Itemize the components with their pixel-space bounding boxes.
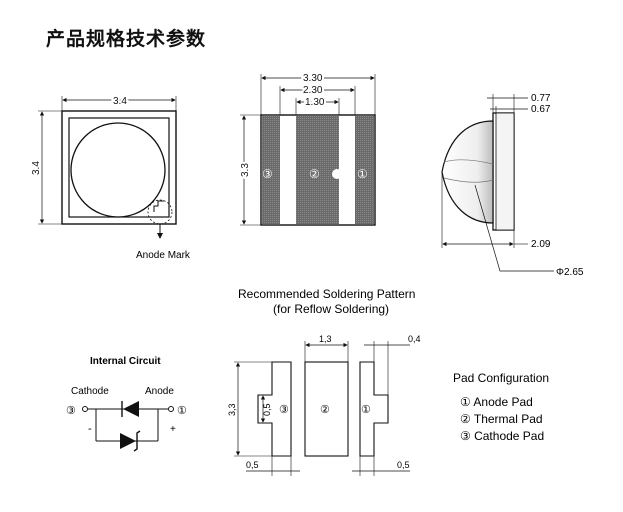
internal-circuit: Internal Circuit Cathode Anode ③ ① - + <box>66 356 187 452</box>
soldering-title-2: (for Reflow Soldering) <box>273 302 389 316</box>
circuit-cathode-label: Cathode <box>71 386 109 397</box>
bottom-outer-dim: 3.30 <box>303 73 323 84</box>
bottom-inner-dim: 1.30 <box>305 97 325 108</box>
bottom-polarity-notch <box>332 169 342 179</box>
circuit-pin-right: ① <box>177 405 187 417</box>
circuit-terminal-left <box>82 406 88 412</box>
circuit-zener-diode <box>120 433 136 449</box>
circuit-terminal-right <box>168 406 174 412</box>
bottom-pad-label-1: ① <box>357 167 368 181</box>
solder-pad-label-2: ② <box>320 404 330 416</box>
solder-pad-anode <box>359 361 389 457</box>
top-width-dim: 3.4 <box>113 96 127 107</box>
page-title: 产品规格技术参数 <box>46 28 207 50</box>
side-view: 0.77 0.67 2.09 Φ2.65 <box>441 93 584 278</box>
solder-pad-thermal <box>304 361 349 457</box>
soldering-pattern: Recommended Soldering Pattern (for Reflo… <box>227 287 421 476</box>
bottom-pad-label-3: ③ <box>262 167 273 181</box>
solder-pad-label-3: ③ <box>279 404 289 416</box>
solder-dim-right: 0,4 <box>408 334 421 344</box>
pad-config-item-anode: ① Anode Pad <box>460 395 533 409</box>
bottom-pad-label-2: ② <box>309 167 320 181</box>
bottom-pad-cathode <box>262 116 280 224</box>
pad-config-item-thermal: ② Thermal Pad <box>460 412 543 426</box>
bottom-pad-anode <box>355 116 374 224</box>
solder-dim-height: 3,3 <box>227 403 237 416</box>
bottom-view: ③ ② ① 3.30 2.30 1.30 3.3 <box>238 71 376 226</box>
circuit-anode-label: Anode <box>145 386 174 397</box>
solder-pad-cathode <box>257 361 292 457</box>
side-dim-top: 0.77 <box>531 93 551 104</box>
anode-mark-label: Anode Mark <box>136 250 191 261</box>
side-dim-base: 2.09 <box>531 239 551 250</box>
top-height-dim: 3.4 <box>31 161 42 175</box>
side-view-layer <box>495 112 515 231</box>
solder-pad-label-1: ① <box>361 404 371 416</box>
bottom-height-dim: 3.3 <box>240 163 251 177</box>
solder-dim-bottom-right: 0,5 <box>397 460 410 470</box>
circuit-pin-left: ③ <box>66 405 76 417</box>
solder-dim-center: 1,3 <box>319 334 332 344</box>
pad-config-item-cathode: ③ Cathode Pad <box>460 429 544 443</box>
side-dim-dome-leader <box>474 184 554 272</box>
bottom-middle-dim: 2.30 <box>303 85 323 96</box>
side-view-dome <box>441 120 494 224</box>
pad-config-title: Pad Configuration <box>453 371 549 385</box>
side-dim-dome: Φ2.65 <box>556 267 584 278</box>
anode-mark-circle <box>147 199 173 225</box>
soldering-title-1: Recommended Soldering Pattern <box>238 287 415 301</box>
solder-dim-small-pad: 0,5 <box>262 403 272 416</box>
side-dim-inner: 0.67 <box>531 104 551 115</box>
top-view-lens <box>70 122 166 218</box>
pad-configuration: Pad Configuration ① Anode Pad ② Thermal … <box>453 371 549 443</box>
anode-mark-notch <box>153 200 164 212</box>
circuit-title: Internal Circuit <box>90 356 161 367</box>
circuit-plus: + <box>170 424 176 435</box>
circuit-minus: - <box>88 423 92 435</box>
top-view: Anode Mark 3.4 3.4 <box>29 94 191 261</box>
solder-dim-bottom-left: 0,5 <box>246 460 259 470</box>
bottom-pad-thermal <box>296 116 339 224</box>
circuit-led-diode <box>123 401 139 417</box>
